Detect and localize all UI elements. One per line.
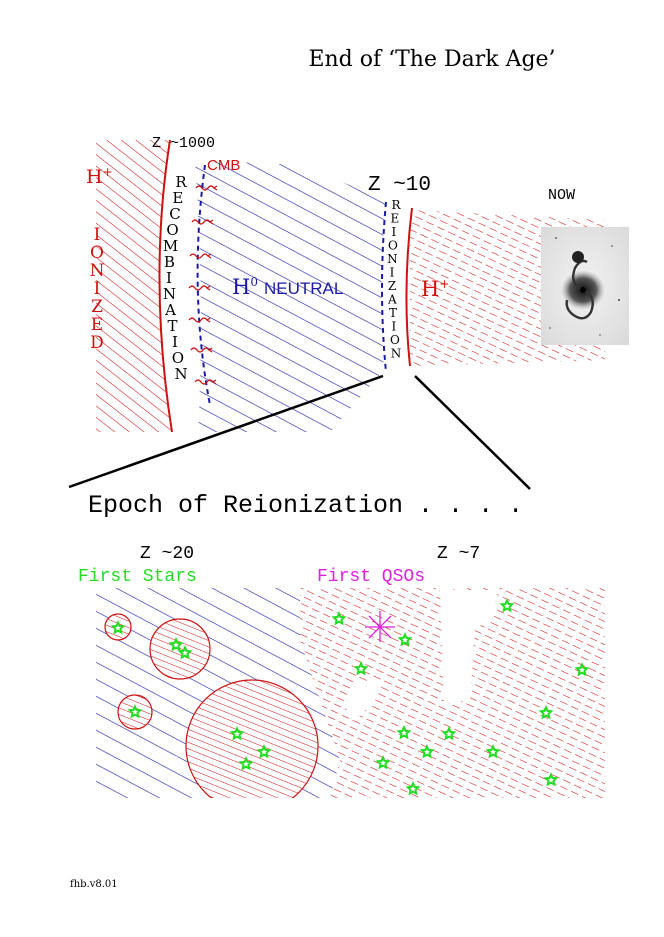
vertical-letter: D bbox=[90, 333, 104, 353]
vertical-letter: I bbox=[390, 266, 395, 280]
star-icon bbox=[485, 744, 501, 759]
star-icon bbox=[177, 645, 193, 660]
vertical-letter: R bbox=[175, 173, 187, 191]
vertical-letter: R bbox=[391, 198, 401, 212]
star-icon bbox=[168, 637, 184, 652]
star-icon bbox=[538, 705, 554, 720]
vertical-letter: O bbox=[90, 243, 104, 263]
star-icon bbox=[127, 704, 143, 719]
neutral-region bbox=[195, 160, 386, 432]
h-plus-left-label: H+ bbox=[86, 165, 113, 188]
bottom-diagram: Z ~20 First Stars First QSOs Z ~7 bbox=[78, 544, 620, 848]
vertical-letter: E bbox=[91, 315, 103, 335]
cmb-photon bbox=[190, 347, 213, 353]
zoom-line-left bbox=[68, 374, 384, 489]
neutral-gap bbox=[346, 682, 382, 716]
star-icon bbox=[419, 744, 435, 759]
star-icon bbox=[110, 620, 126, 635]
first-stars-label: First Stars bbox=[78, 567, 197, 587]
cmb-photon bbox=[191, 219, 214, 225]
cmb-photons bbox=[188, 185, 218, 385]
recombination-boundary-red bbox=[158, 139, 173, 433]
vertical-letter: T bbox=[168, 317, 178, 335]
vertical-letter: Z bbox=[91, 297, 103, 317]
vertical-letter: O bbox=[390, 333, 400, 347]
star-icon bbox=[499, 598, 515, 613]
vertical-letter: I bbox=[94, 225, 101, 245]
z-10-label: Z ~10 bbox=[368, 174, 431, 197]
cmb-photon bbox=[189, 253, 212, 259]
vertical-letter: E bbox=[172, 189, 183, 207]
page-title: End of ‘The Dark Age’ bbox=[308, 47, 555, 72]
ionized-bubble bbox=[185, 679, 319, 813]
vertical-letter: N bbox=[387, 252, 398, 266]
qso-icon bbox=[365, 611, 395, 642]
star-icon bbox=[331, 611, 347, 626]
z-7-label: Z ~7 bbox=[437, 544, 480, 564]
vertical-letter: O bbox=[172, 349, 184, 367]
footer-version: fhb.v8.01 bbox=[70, 879, 118, 890]
z-20-label: Z ~20 bbox=[140, 544, 194, 564]
star-icon bbox=[375, 755, 391, 770]
reionization-boundary-red bbox=[405, 207, 413, 367]
star-icon bbox=[353, 661, 369, 676]
vertical-letter: M bbox=[163, 237, 178, 255]
cmb-photon bbox=[194, 379, 217, 385]
vertical-letter: C bbox=[169, 205, 180, 223]
neutral-gap bbox=[440, 590, 498, 704]
cmb-photon bbox=[188, 317, 211, 323]
z-1000-label: Z ~1000 bbox=[152, 135, 215, 152]
recombination-boundary-blue bbox=[196, 164, 211, 406]
star-icon bbox=[441, 726, 457, 741]
bottom-mask bbox=[90, 798, 620, 848]
vertical-letter: I bbox=[391, 320, 396, 334]
star-icon bbox=[229, 726, 245, 741]
vertical-letter: B bbox=[164, 253, 175, 271]
vertical-letter: A bbox=[164, 301, 176, 319]
star-icon bbox=[396, 725, 412, 740]
vertical-letter: A bbox=[387, 293, 397, 307]
galaxy-image bbox=[541, 227, 629, 345]
vertical-letter: O bbox=[166, 221, 178, 239]
vertical-letter: I bbox=[94, 279, 101, 299]
first-qsos-label: First QSOs bbox=[317, 567, 425, 587]
reionization-boundary-blue bbox=[381, 201, 387, 373]
star-icon bbox=[256, 744, 272, 759]
vertical-letter: O bbox=[388, 239, 398, 253]
vertical-letter: N bbox=[163, 285, 176, 303]
vertical-letter: N bbox=[174, 365, 187, 383]
vertical-letter: N bbox=[90, 261, 105, 281]
star-icon bbox=[238, 756, 254, 771]
vertical-letter: Z bbox=[388, 279, 396, 293]
star-icon bbox=[574, 662, 590, 677]
epoch-title: Epoch of Reionization . . . . bbox=[88, 491, 523, 520]
cmb-label: CMB bbox=[207, 157, 240, 174]
cmb-photon bbox=[188, 285, 211, 291]
star-icon bbox=[543, 772, 559, 787]
vertical-letter: N bbox=[391, 347, 402, 361]
cmb-photon bbox=[195, 185, 218, 191]
vertical-letter: T bbox=[389, 306, 397, 320]
h-plus-right-label: H+ bbox=[421, 277, 449, 301]
first-stars-group bbox=[110, 598, 590, 796]
vertical-letter: I bbox=[172, 333, 178, 351]
vertical-letter: I bbox=[166, 269, 172, 287]
star-icon bbox=[397, 632, 413, 647]
star-icon bbox=[405, 781, 421, 796]
now-label: NOW bbox=[548, 187, 575, 204]
vertical-letter: E bbox=[390, 212, 399, 226]
zoom-line-right bbox=[414, 375, 531, 490]
vertical-letter: I bbox=[391, 225, 396, 239]
